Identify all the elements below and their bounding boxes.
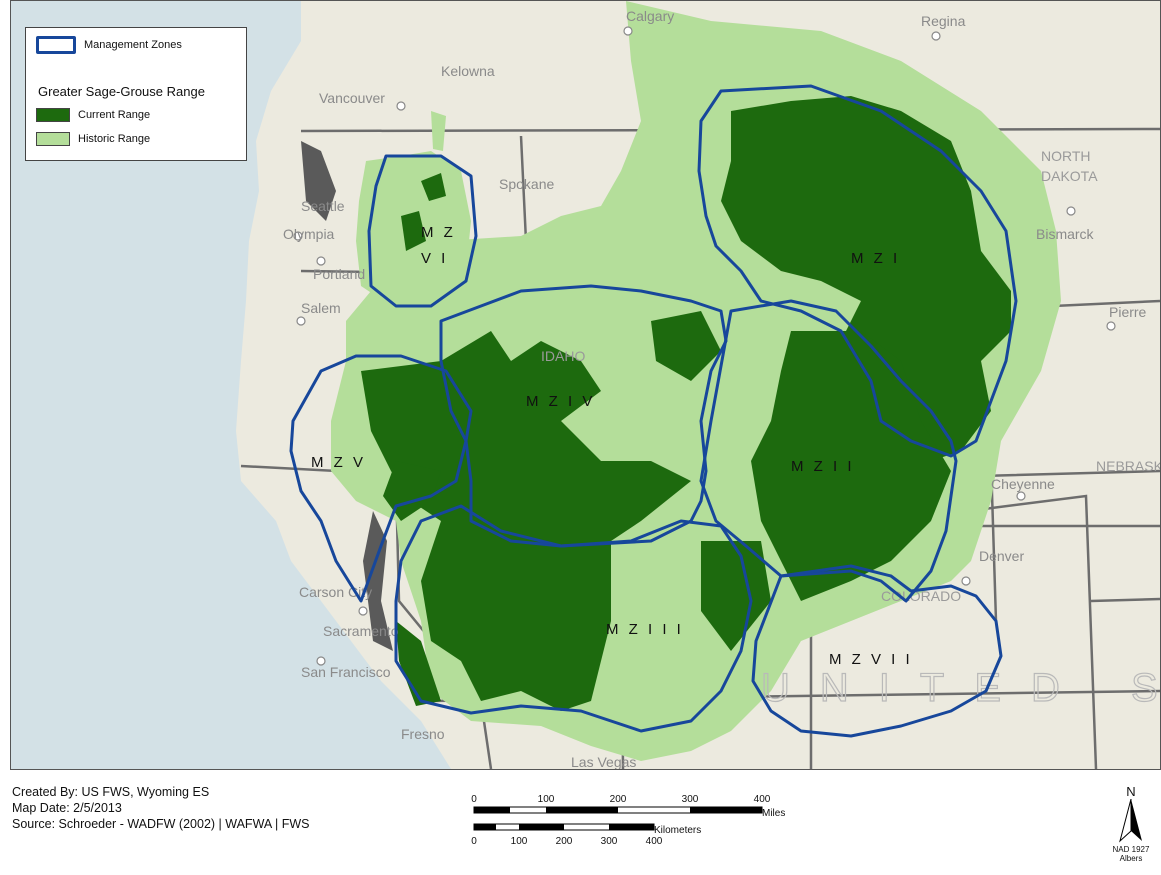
miles-tick-0: 0: [471, 794, 477, 805]
svg-text:Calgary: Calgary: [626, 8, 674, 24]
km-tick-400: 400: [645, 836, 663, 847]
svg-text:Vancouver: Vancouver: [319, 90, 385, 106]
svg-text:Seattle: Seattle: [301, 198, 345, 214]
miles-tick-300: 300: [681, 794, 699, 805]
svg-text:Denver: Denver: [979, 548, 1024, 564]
svg-text:M Z V: M Z V: [311, 454, 366, 471]
miles-tick-400: 400: [753, 794, 771, 805]
svg-text:M Z I V: M Z I V: [526, 393, 595, 410]
current-range: [361, 96, 1011, 711]
svg-text:M Z I I: M Z I I: [791, 458, 855, 475]
svg-text:Bismarck: Bismarck: [1036, 226, 1095, 242]
legend-row-current: Current Range: [36, 108, 150, 122]
zone-outline-mz-iii: [394, 504, 753, 733]
km-tick-0: 0: [471, 836, 477, 847]
north-arrow-icon: [1119, 798, 1142, 843]
km-unit: Kilometers: [654, 825, 702, 836]
source-text: Source: Schroeder - WADFW (2002) | WAFWA…: [12, 817, 310, 831]
svg-text:Spokane: Spokane: [499, 176, 554, 192]
svg-text:M Z: M Z: [421, 224, 456, 241]
svg-text:COLORADO: COLORADO: [881, 588, 961, 604]
zone-outline-mz-vii: [751, 564, 1003, 738]
svg-text:M Z I I I: M Z I I I: [606, 621, 684, 638]
svg-text:IDAHO: IDAHO: [541, 348, 585, 364]
created-by-text: Created By: US FWS, Wyoming ES: [12, 785, 210, 799]
zone-outline-mz-i: [697, 84, 1018, 458]
svg-text:Olympia: Olympia: [283, 226, 335, 242]
svg-text:NORTH: NORTH: [1041, 148, 1091, 164]
svg-text:Cheyenne: Cheyenne: [991, 476, 1055, 492]
svg-text:Las Vegas: Las Vegas: [571, 754, 636, 769]
historic-range-swatch: [36, 132, 70, 146]
svg-text:NEBRASKA: NEBRASKA: [1096, 458, 1160, 474]
scale-bar-graphic: [473, 806, 763, 831]
svg-text:M Z V I I: M Z V I I: [829, 651, 913, 668]
svg-text:DAKOTA: DAKOTA: [1041, 168, 1098, 184]
miles-unit: Miles: [762, 808, 786, 819]
projection-text-2: Albers: [1119, 854, 1143, 863]
svg-text:Pierre: Pierre: [1109, 304, 1147, 320]
legend-row-historic: Historic Range: [36, 132, 150, 146]
map-frame[interactable]: Calgary Regina Kelowna Vancouver Seattle…: [10, 0, 1161, 770]
map-credits: Created By: US FWS, Wyoming ES Map Date:…: [12, 784, 310, 832]
city-dots: [293, 26, 1116, 666]
projection-text: NAD 1927: [1112, 845, 1150, 854]
zone-outline-mz-ii: [699, 299, 958, 603]
svg-text:Salem: Salem: [301, 300, 341, 316]
map-legend: Management Zones Greater Sage-Grouse Ran…: [25, 27, 247, 161]
state-labels: NORTH DAKOTA IDAHO COLORADO NEBRASKA: [541, 148, 1160, 604]
legend-zones-label: Management Zones: [84, 39, 182, 51]
coastal-islands: [301, 141, 393, 651]
country-label: UNITED STAT: [761, 666, 1160, 710]
north-arrow: N NAD 1927 Albers: [1110, 784, 1152, 874]
management-zones: [289, 84, 1018, 738]
km-tick-300: 300: [600, 836, 618, 847]
miles-tick-100: 100: [537, 794, 555, 805]
svg-text:M Z I: M Z I: [851, 250, 900, 267]
svg-text:Sacramento: Sacramento: [323, 623, 399, 639]
svg-text:Kelowna: Kelowna: [441, 63, 495, 79]
svg-text:Regina: Regina: [921, 13, 966, 29]
legend-range-title: Greater Sage-Grouse Range: [38, 84, 205, 99]
map-canvas[interactable]: Calgary Regina Kelowna Vancouver Seattle…: [11, 1, 1160, 769]
zone-outline-mz-vi: [367, 154, 478, 308]
svg-text:V I: V I: [421, 250, 448, 267]
legend-current-label: Current Range: [78, 109, 151, 121]
miles-tick-200: 200: [609, 794, 627, 805]
city-labels: Calgary Regina Kelowna Vancouver Seattle…: [283, 8, 1147, 769]
km-tick-200: 200: [555, 836, 573, 847]
km-tick-100: 100: [510, 836, 528, 847]
pacific-ocean: [11, 1, 451, 769]
svg-text:Fresno: Fresno: [401, 726, 445, 742]
svg-text:Portland: Portland: [313, 266, 365, 282]
map-date-text: Map Date: 2/5/2013: [12, 801, 122, 815]
legend-historic-label: Historic Range: [78, 133, 151, 145]
zone-outline-mz-v: [289, 354, 473, 603]
current-range-swatch: [36, 108, 70, 122]
zone-outline-swatch: [36, 36, 76, 54]
svg-text:San Francisco: San Francisco: [301, 664, 391, 680]
zone-labels: M Z V I M Z I M Z I V M Z V M Z I I M Z …: [311, 224, 913, 668]
legend-row-zones: Management Zones: [36, 36, 182, 54]
scale-bar: 0 100 200 300 400 Miles Kilometers 0 100…: [466, 794, 796, 854]
north-letter: N: [1126, 784, 1136, 799]
